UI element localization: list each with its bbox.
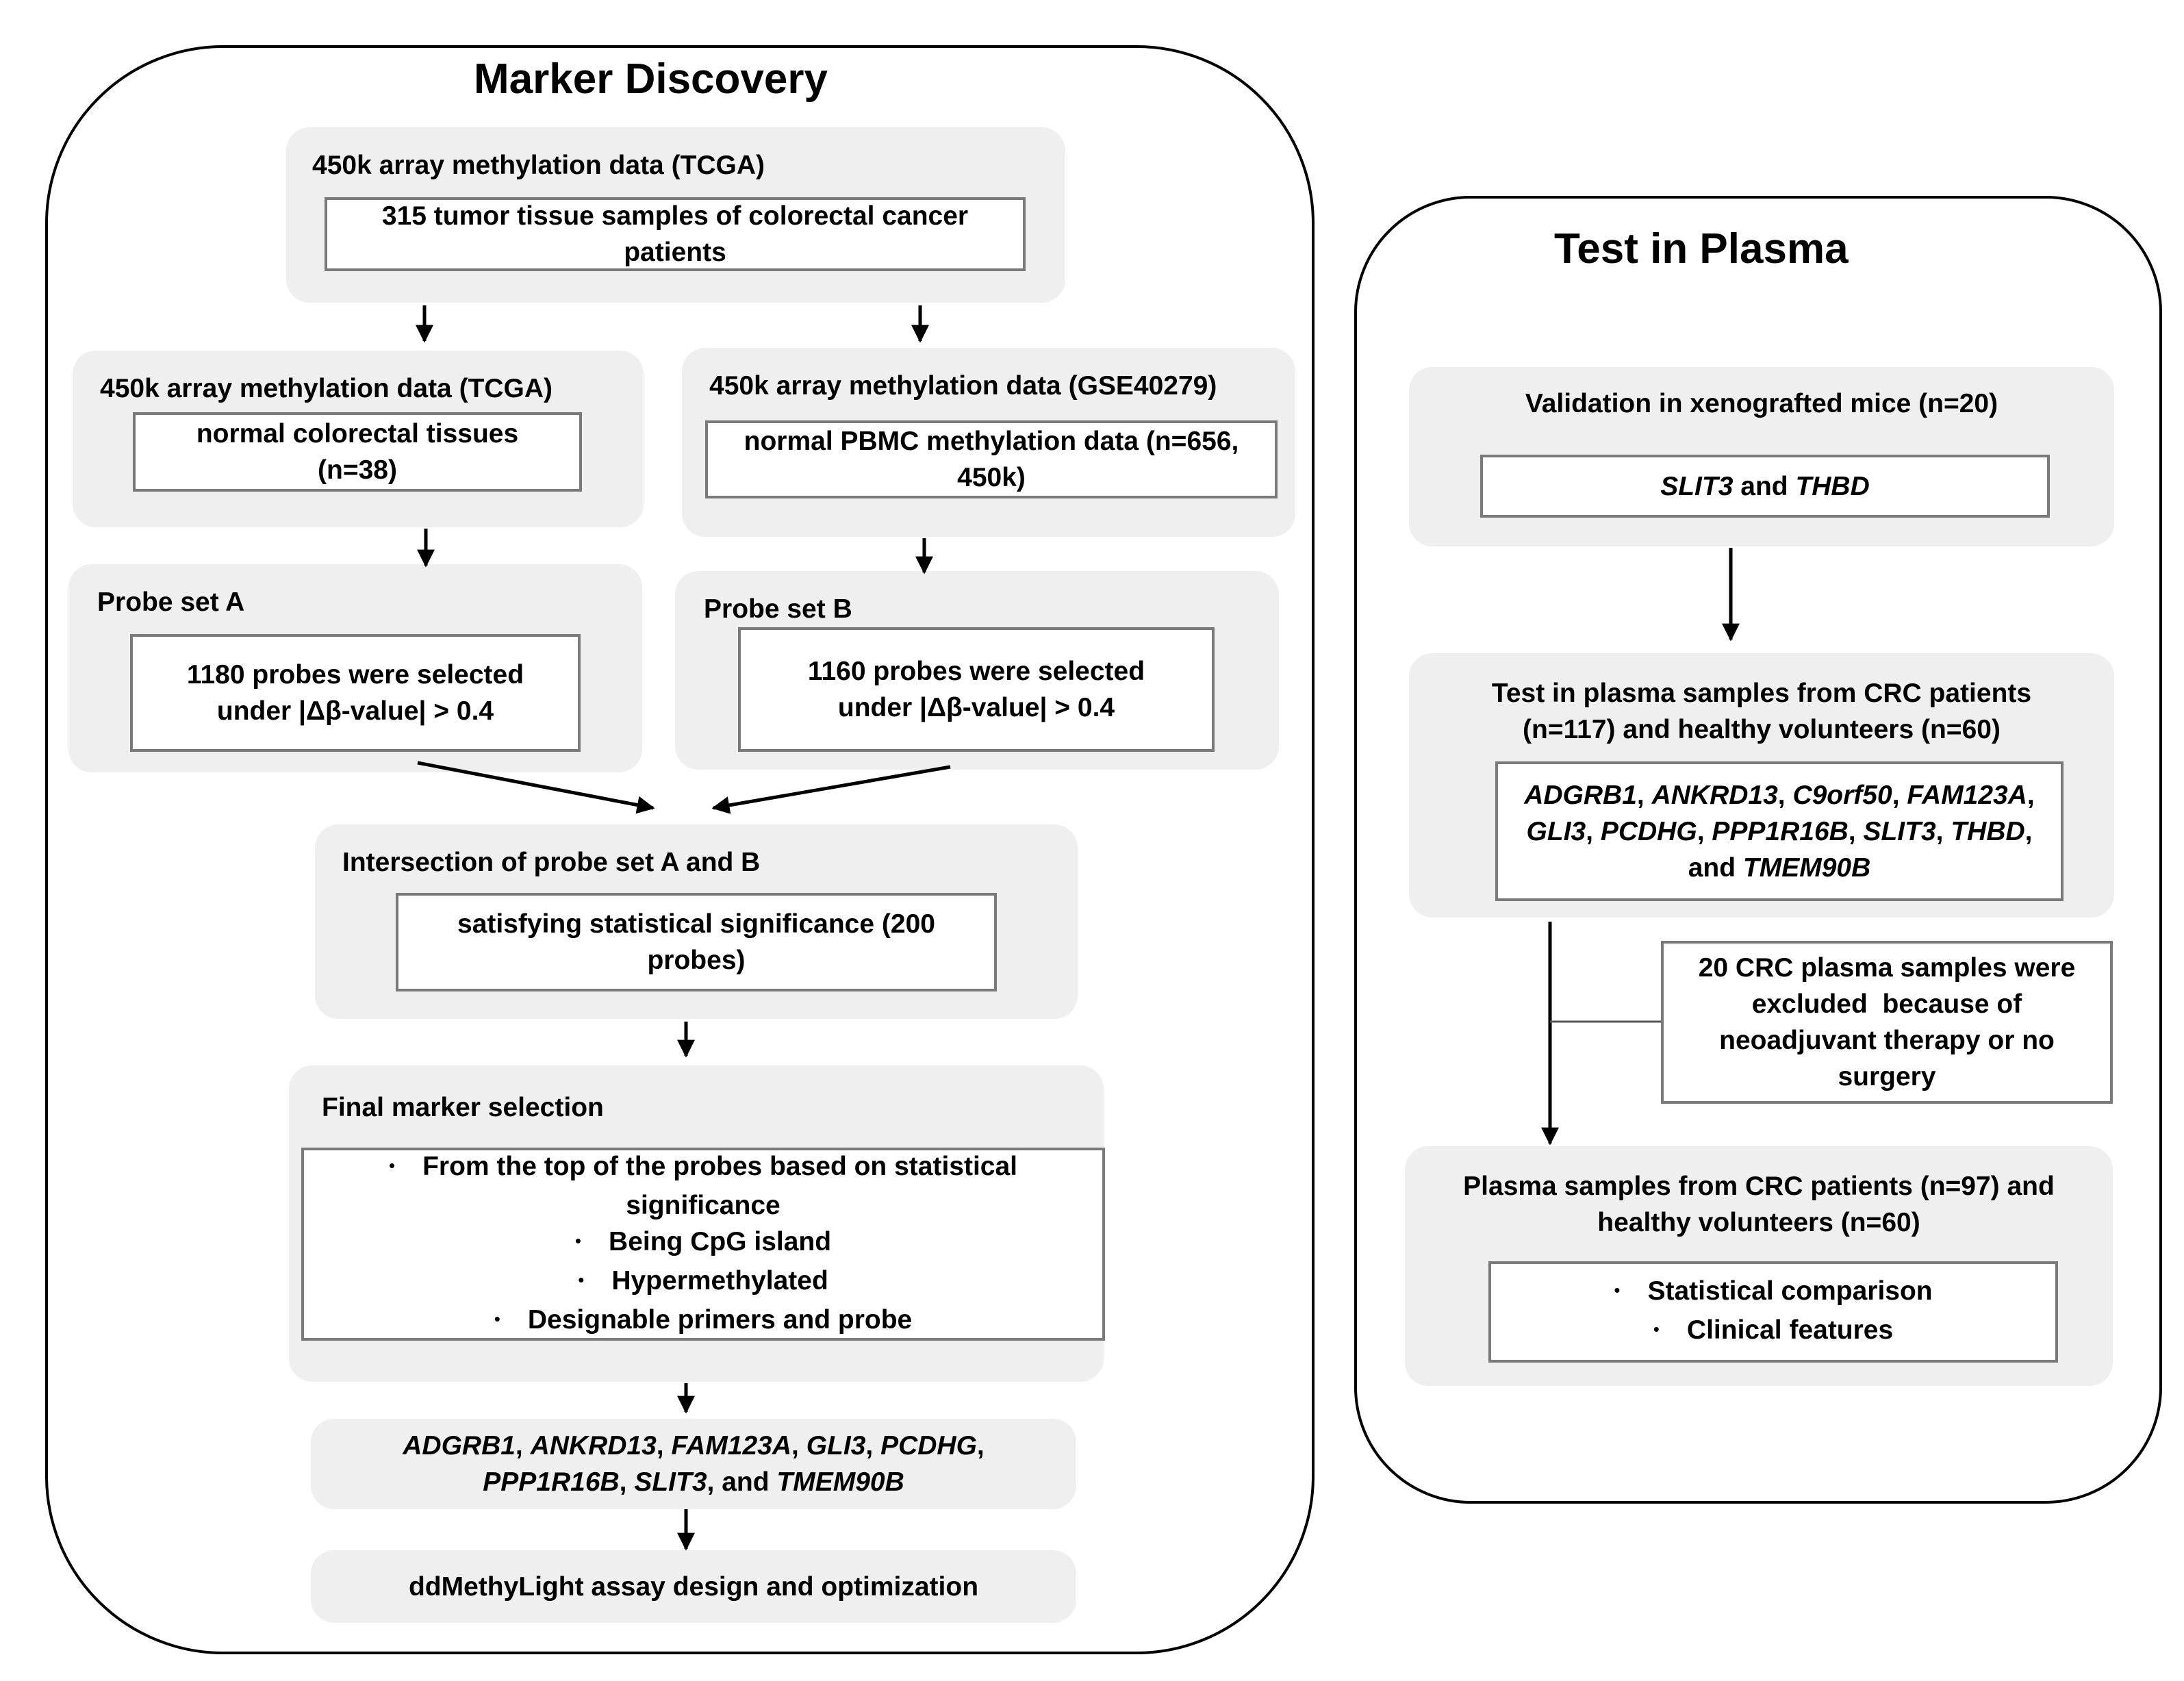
- criterion-designable-primers: Designable primers and probe: [494, 1302, 912, 1341]
- final-marker-selection-label: Final marker selection: [322, 1093, 604, 1122]
- probe-set-a-label: Probe set A: [97, 587, 245, 617]
- criterion-top-probes: From the top of the probes based on stat…: [389, 1148, 1017, 1187]
- assay-design-text: ddMethyLight assay design and optimizati…: [408, 1571, 979, 1602]
- xenograft-markers: SLIT3 and THBD: [1480, 455, 2050, 518]
- marker-discovery-panel: [45, 45, 1315, 1654]
- plasma-test-markers: ADGRB1, ANKRD13, C9orf50, FAM123A, GLI3,…: [1495, 761, 2064, 901]
- plasma-test-label: Test in plasma samples from CRC patients…: [1491, 679, 2032, 744]
- final-plasma-label: Plasma samples from CRC patients (n=97) …: [1463, 1172, 2055, 1237]
- intersection-label: Intersection of probe set A and B: [342, 848, 761, 877]
- assay-design-box: [311, 1550, 1076, 1623]
- arrow-set-b-to-intersection: [711, 765, 951, 814]
- tcga-normal-label: 450k array methylation data (TCGA): [100, 374, 553, 403]
- selected-markers-box: [311, 1419, 1076, 1509]
- xenograft-validation-label: Validation in xenografted mice (n=20): [1525, 389, 1998, 418]
- probe-set-b-label: Probe set B: [704, 594, 852, 624]
- criterion-hypermethylated: Hypermethylated: [578, 1263, 828, 1302]
- tcga-tumor-label: 450k array methylation data (TCGA): [312, 151, 765, 180]
- criterion-top-probes-cont: significance: [626, 1190, 780, 1220]
- probe-set-a-selection: 1180 probes were selected under |Δβ-valu…: [130, 634, 581, 752]
- final-plasma-analyses: Statistical comparison Clinical features: [1488, 1261, 2058, 1363]
- analysis-statistical-comparison: Statistical comparison: [1614, 1273, 1932, 1312]
- analysis-clinical-features: Clinical features: [1653, 1312, 1893, 1351]
- statistical-significance-filter: satisfying statistical significance (200…: [396, 893, 997, 991]
- test-in-plasma-panel: [1354, 196, 2162, 1504]
- criterion-cpg-island: Being CpG island: [575, 1224, 831, 1263]
- exclusion-note: 20 CRC plasma samples were excluded beca…: [1661, 941, 2113, 1104]
- marker-discovery-title: Marker Discovery: [474, 55, 828, 103]
- selection-criteria-list: From the top of the probes based on stat…: [301, 1148, 1105, 1341]
- arrow-set-a-to-intersection: [417, 761, 655, 814]
- probe-set-b-selection: 1160 probes were selected under |Δβ-valu…: [738, 627, 1215, 752]
- normal-colorectal-tissues: normal colorectal tissues (n=38): [133, 412, 582, 492]
- tcga-tumor-samples: 315 tumor tissue samples of colorectal c…: [325, 197, 1026, 271]
- selected-markers-list: ADGRB1, ANKRD13, FAM123A, GLI3, PCDHG, P…: [403, 1431, 985, 1497]
- test-in-plasma-title: Test in Plasma: [1554, 225, 1849, 273]
- normal-pbmc-data: normal PBMC methylation data (n=656, 450…: [705, 420, 1278, 498]
- pbmc-geo-label: 450k array methylation data (GSE40279): [709, 371, 1217, 401]
